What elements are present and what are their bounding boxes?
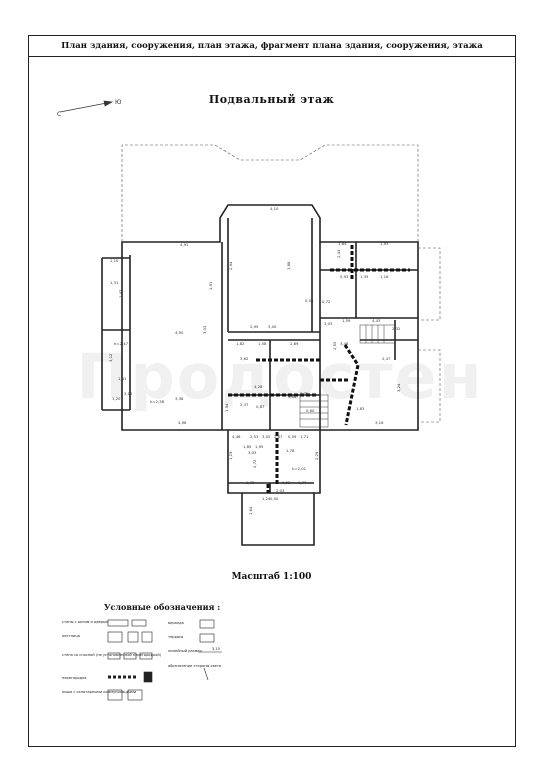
- dimension-label: 3,64: [288, 394, 297, 399]
- dimension-label: 0,52: [282, 480, 291, 485]
- dimension-label: 1,58: [258, 341, 267, 346]
- dimension-label: 3,03: [248, 450, 257, 455]
- dimension-label: 1,82: [236, 341, 245, 346]
- legend-item-label: линейный размер: [168, 649, 203, 653]
- dimension-label: 1,71: [300, 434, 309, 439]
- dimension-label: 2,43: [336, 249, 341, 258]
- dimension-label: 4,91: [180, 242, 189, 247]
- compass-icon: С Ю: [57, 99, 122, 118]
- svg-text:С: С: [57, 111, 61, 118]
- stairs: [299, 324, 396, 428]
- dimension-label: 0,72: [322, 299, 331, 304]
- dimension-label: 3,48: [340, 341, 349, 346]
- dimension-label: 0,72: [252, 459, 257, 468]
- legend-item-label: обозначение стороны света: [168, 664, 221, 668]
- dimension-label: 3,00: [268, 324, 277, 329]
- dimension-labels: 4,10 4,91 1,10 1,31 1,47 4,50 3,03 1,91 1,88 2,94…: [108, 206, 401, 515]
- legend-item-label: веранда: [168, 621, 184, 625]
- dimension-label: 3,12: [108, 353, 113, 362]
- dimension-label: 1,24: [262, 496, 271, 501]
- dimension-label: 4,96: [178, 420, 187, 425]
- dimension-label: 1,10: [110, 258, 119, 263]
- dimension-label: 4,46: [232, 434, 241, 439]
- legend-item-label: лестница: [62, 634, 80, 638]
- dimension-label: 2,53: [250, 434, 259, 439]
- dimension-label: 1,91: [208, 281, 213, 290]
- legend-item-label: стена со сносной (не установленной перег…: [62, 653, 162, 657]
- dimension-label: 3,05: [262, 434, 271, 439]
- dimension-label: 1,95: [255, 444, 264, 449]
- legend-item-label: перегородка: [62, 676, 86, 680]
- dimension-label: 1,85: [243, 444, 252, 449]
- dimension-label: 4,43: [372, 318, 381, 323]
- legend-item-label: терраса: [168, 635, 183, 639]
- dimension-label: 3,62: [240, 356, 249, 361]
- dimension-label: 3,35: [300, 391, 309, 396]
- sheet-header: План здания, сооружения, план этажа, фра…: [28, 35, 516, 57]
- dimension-label: 2,47: [382, 356, 391, 361]
- dimension-label: 1,19: [228, 451, 233, 460]
- dimension-label: 2,03: [276, 488, 285, 493]
- legend-dim-example: 3,15: [212, 647, 220, 651]
- plan-walls: [101, 204, 419, 546]
- dimension-label: 0,93: [340, 274, 349, 279]
- hatched-walls: [228, 245, 410, 493]
- dimension-label: 1,47: [118, 289, 123, 298]
- dimension-label: 2,29: [314, 451, 319, 460]
- dimension-label: 3,16: [375, 420, 384, 425]
- dimension-label: 2,94: [228, 261, 233, 270]
- legend-labels: стены с окном и дверью лестница стена со с…: [62, 620, 221, 694]
- scale-label: Масштаб 1:100: [231, 572, 312, 582]
- dimension-label: h=2,47: [114, 341, 129, 346]
- dimension-label: 3,03: [202, 325, 207, 334]
- dimension-label: 1,41: [118, 376, 127, 381]
- dimension-label: 3,38: [175, 396, 184, 401]
- dimension-label: 4,10: [270, 206, 279, 211]
- dimension-label: 1,78: [286, 448, 295, 453]
- dimension-label: 0,60: [306, 408, 315, 413]
- dimension-label: 1,94: [224, 403, 229, 412]
- dimension-label: 1,37: [298, 480, 307, 485]
- dimension-label: 1,78: [246, 480, 255, 485]
- dimension-label: 2,67: [274, 434, 283, 439]
- legend-item-label: стены с окном и дверью: [62, 620, 108, 624]
- dimension-label: 1,31: [110, 280, 119, 285]
- dimension-label: 1,83: [356, 406, 365, 411]
- dimension-label: 3,12: [124, 391, 133, 396]
- dimension-label: 1,88: [286, 261, 291, 270]
- dimension-label: 2,32: [392, 326, 401, 331]
- dimension-label: 0,50: [270, 496, 279, 501]
- dimension-label: 3,03: [324, 321, 333, 326]
- dimension-label: 3,24: [396, 383, 401, 392]
- dimension-label: 1,64: [248, 506, 253, 515]
- dimension-label: 1,59: [342, 318, 351, 323]
- dimension-label: h=2,38: [150, 399, 165, 404]
- dimension-label: 1,16: [380, 274, 389, 279]
- dimension-label: h=2,01: [292, 466, 307, 471]
- dimension-label: 1,84: [338, 241, 347, 246]
- legend-title: Условные обозначения :: [104, 602, 221, 612]
- sheet-frame: [28, 35, 516, 747]
- svg-text:Ю: Ю: [115, 99, 122, 106]
- dimension-label: 1,20: [112, 396, 121, 401]
- legend-symbols: [107, 619, 222, 701]
- dimension-label: 0,87: [256, 404, 265, 409]
- dimension-label: 0,59: [288, 434, 297, 439]
- dimension-label: 2,55: [332, 341, 337, 350]
- legend-item-label: ниша с санитарными коммуникациями: [62, 690, 137, 694]
- terrace-outlines: [121, 144, 441, 423]
- dimension-label: 1,93: [380, 241, 389, 246]
- dimension-label: 1,35: [360, 274, 369, 279]
- dimension-label: 2,89: [290, 341, 299, 346]
- dimension-label: 2,95: [250, 324, 259, 329]
- dimension-label: 4,50: [175, 330, 184, 335]
- dimension-label: 4,28: [254, 384, 263, 389]
- dimension-label: 0,55: [305, 298, 314, 303]
- floor-title: Подвальный этаж: [208, 93, 335, 106]
- dimension-label: 2,37: [240, 402, 249, 407]
- watermark: Продостен: [76, 340, 484, 413]
